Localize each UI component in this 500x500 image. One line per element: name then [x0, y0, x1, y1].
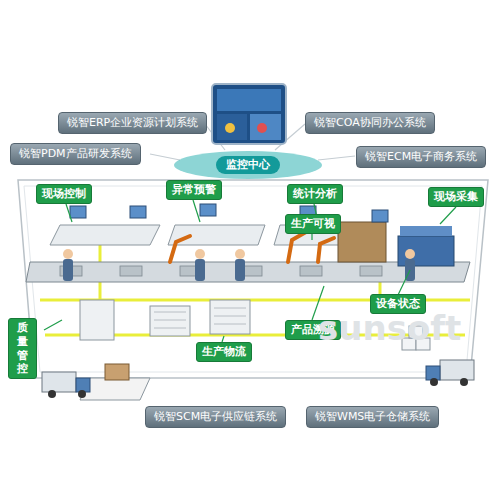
node-text: 锐智WMS电子仓储系统: [315, 410, 430, 424]
node-text: 现场采集: [434, 190, 478, 204]
node-text: 生产可视: [291, 217, 335, 231]
node-text: 锐智ERP企业资源计划系统: [67, 116, 198, 130]
node-text: 监控中心: [226, 158, 270, 172]
function-tag: 生产物流: [196, 342, 252, 362]
system-box: 锐智SCM电子供应链系统: [145, 406, 286, 428]
node-text: 锐智SCM电子供应链系统: [154, 410, 277, 424]
node-text: 锐智PDM产品研发系统: [19, 147, 132, 161]
system-box: 锐智ECM电子商务系统: [356, 146, 486, 168]
system-box: 锐智COA协同办公系统: [305, 112, 435, 134]
node-text: 统计分析: [293, 187, 337, 201]
node-text: 锐智COA协同办公系统: [314, 116, 426, 130]
function-tag: 统计分析: [287, 184, 343, 204]
node-text: 异常预警: [172, 183, 216, 197]
watermark: sunsoft: [318, 308, 461, 348]
node-text: 锐智ECM电子商务系统: [365, 150, 477, 164]
node-text: 生产物流: [202, 345, 246, 359]
node-text: 质量管控: [14, 321, 31, 376]
monitor-center-label: 监控中心: [216, 156, 280, 174]
function-tag: 现场采集: [428, 187, 484, 207]
function-tag: 异常预警: [166, 180, 222, 200]
function-tag: 质量管控: [8, 318, 37, 379]
function-tag: 生产可视: [285, 214, 341, 234]
node-text: 现场控制: [42, 187, 86, 201]
system-box: 锐智PDM产品研发系统: [10, 143, 141, 165]
system-box: 锐智ERP企业资源计划系统: [58, 112, 207, 134]
system-box: 锐智WMS电子仓储系统: [306, 406, 439, 428]
function-tag: 现场控制: [36, 184, 92, 204]
